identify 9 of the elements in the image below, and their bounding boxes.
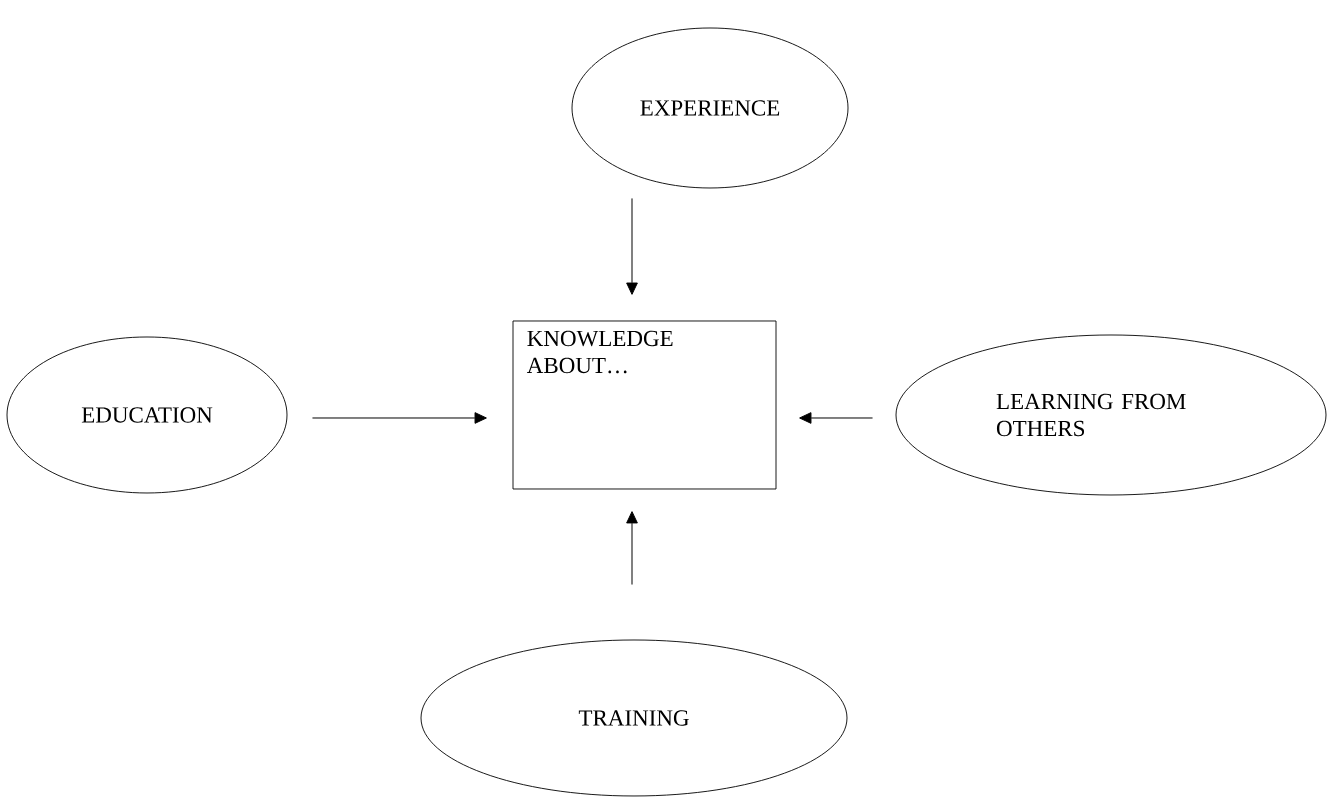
process-box: KNOWLEDGE ABOUT…	[512, 320, 777, 490]
arrow	[799, 412, 874, 424]
ellipse-node: EXPERIENCE	[571, 27, 849, 189]
arrow	[626, 197, 638, 295]
arrow	[311, 412, 487, 424]
ellipse-node: TRAINING	[420, 639, 848, 797]
arrow	[626, 511, 638, 586]
ellipse-node: LEARNING FROM OTHERS	[895, 334, 1327, 496]
ellipse-node: EDUCATION	[6, 336, 288, 494]
